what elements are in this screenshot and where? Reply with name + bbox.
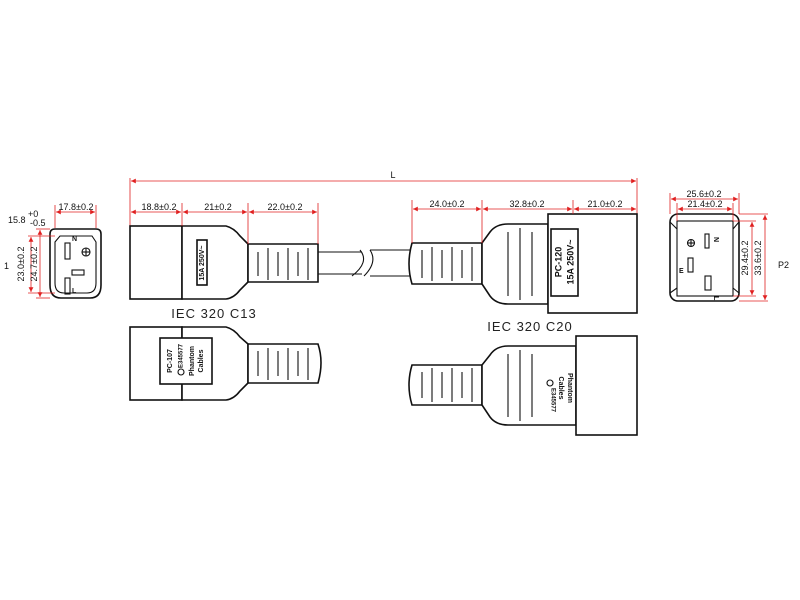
- p2-label: P2: [778, 260, 789, 270]
- c13-strain-relief: [247, 243, 319, 283]
- c20-body: [481, 223, 549, 305]
- p2-inner-width-dim: 21.4±0.2: [688, 199, 723, 209]
- c20-strain-relief-rotated: [408, 364, 483, 406]
- c13-brand-line-1: Phantom: [189, 346, 196, 376]
- c13-side-view: 15A 250V~ 18.8±0.2 21±0.2 22.0±0.2 IEC 3…: [129, 202, 412, 321]
- c13-body: [181, 225, 249, 300]
- c20-face-outer: [669, 213, 740, 302]
- c13-mark-box: [196, 239, 208, 286]
- p2-inner-height-dim: 29.4±0.2: [740, 241, 750, 276]
- c20-ul-mark-icon: [546, 379, 554, 387]
- c20-dim-1: 24.0±0.2: [430, 199, 465, 209]
- c20-title: IEC 320 C20: [487, 319, 572, 334]
- c20-pin-l: L: [712, 296, 719, 301]
- p2-outer-width-dim: 25.6±0.2: [687, 189, 722, 199]
- c20-pin-e: E: [679, 268, 684, 275]
- c20-rating: 15A 250V~: [565, 240, 575, 285]
- c13-earth-slot: [71, 269, 85, 276]
- c13-pin-n: N: [72, 236, 77, 243]
- p1-height-a-tol-upper: +0: [28, 209, 38, 219]
- c20-rotated-view: E345577 Phantom Cables: [408, 335, 638, 436]
- c13-pin-l: L: [72, 288, 77, 295]
- c13-dim-3: 22.0±0.2: [268, 202, 303, 212]
- ul-mark-icon: [177, 368, 185, 376]
- c13-title: IEC 320 C13: [171, 306, 256, 321]
- c13-brand-line-2: Cables: [198, 349, 205, 372]
- c20-e-pin: [687, 257, 694, 273]
- c13-rotated-view: PC-107 E345577 Phantom Cables: [129, 326, 322, 401]
- c20-model: PC-120: [553, 247, 563, 278]
- overall-length-label: L: [390, 170, 395, 180]
- c20-pin-n: N: [712, 237, 719, 242]
- c20-dim-2: 32.8±0.2: [510, 199, 545, 209]
- p1-height-a-tol-lower: -0.5: [30, 218, 46, 228]
- c20-dim-3: 21.0±0.2: [588, 199, 623, 209]
- p1-width-dim: 17.8±0.2: [59, 202, 94, 212]
- p1-height-c-dim: 24.7±0.2: [29, 247, 39, 282]
- c20-n-pin: [704, 233, 710, 249]
- c20-strain-relief: [408, 242, 483, 285]
- c20-side-view: PC-120 15A 250V~ 24.0±0.2 32.8±0.2 21.0±…: [408, 199, 638, 334]
- c20-mark-box: [550, 228, 579, 297]
- p1-height-b-dim: 23.0±0.2: [16, 247, 26, 282]
- c13-model: PC-107: [167, 349, 174, 373]
- p1-height-a-dim: 15.8: [8, 215, 26, 225]
- p2-end-view: N E L 25.6±0.2 21.4±0.2 29.4±0.2 33.6±0.…: [669, 189, 789, 302]
- c20-ul-number: E345577: [549, 388, 555, 413]
- p1-end-view: 1 N L 17.8±0.2 15.8 +0 -0.5 23.0±0.2 24.…: [4, 202, 102, 299]
- c13-ul-number: E345577: [179, 343, 185, 368]
- c13-head: [129, 225, 183, 300]
- c13-l-slot: [64, 277, 71, 295]
- c13-dim-2: 21±0.2: [204, 202, 231, 212]
- c13-mark-panel: [159, 337, 213, 385]
- c13-top-rating: 15A 250V~: [199, 246, 206, 281]
- c20-brand-line-1: Phantom: [566, 373, 573, 403]
- c13-n-slot: [64, 242, 71, 260]
- c20-head-rotated: [575, 335, 638, 436]
- c20-l-pin: [704, 275, 712, 291]
- c13-face-outline: [49, 228, 102, 299]
- p2-outer-height-dim: 33.6±0.2: [753, 241, 763, 276]
- p1-label: 1: [4, 261, 9, 271]
- c13-strain-relief-rotated: [247, 343, 322, 384]
- c20-face-inner: [676, 220, 734, 297]
- c13-dim-1: 18.8±0.2: [142, 202, 177, 212]
- cable-left: [318, 251, 362, 275]
- c20-brand-line-2: Cables: [557, 377, 564, 400]
- cable-right: [370, 249, 412, 277]
